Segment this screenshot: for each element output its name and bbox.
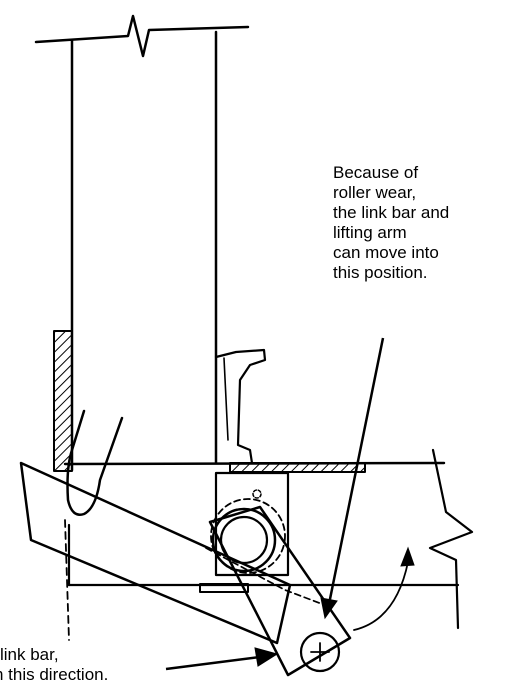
movement-arc-arrowhead	[400, 546, 415, 567]
link-bar-callout: link bar, n this direction.	[0, 645, 108, 685]
wear-leader-line	[327, 337, 385, 605]
roller-outer	[211, 507, 277, 573]
link-bar-dashed	[205, 547, 331, 608]
link-bar	[208, 505, 352, 677]
bearing-foot-plate	[199, 583, 249, 593]
wear-leader-arrowhead	[320, 597, 338, 620]
roller-inner	[219, 515, 269, 565]
movement-arc	[353, 561, 409, 631]
roller-wear-callout-line: this position.	[333, 263, 428, 282]
roller-wear-callout-line: Because of	[333, 163, 419, 182]
link-direction-arrowhead	[254, 647, 279, 667]
roller-wear-callout-line: the link bar and	[333, 203, 450, 222]
roller-dashed	[210, 498, 286, 574]
link-bar-pin	[299, 631, 341, 673]
link-bar-callout-line: link bar,	[0, 645, 59, 664]
roller-wear-callout-line: can move into	[333, 243, 439, 262]
wear-plate-left	[53, 330, 73, 472]
arm-guide-dashed	[64, 519, 70, 641]
rail-channel-inner	[223, 357, 229, 441]
roller-wear-callout-line: lifting arm	[333, 223, 407, 242]
base-beam-top	[63, 461, 446, 466]
link-direction-line	[165, 655, 261, 671]
roller-pin-dashed	[252, 489, 262, 499]
lifting-arm-rod	[66, 409, 124, 516]
rail-channel	[214, 348, 267, 465]
roller-wear-callout-line: roller wear,	[333, 183, 417, 202]
lifting-arm	[19, 461, 292, 645]
link-bar-callout-line: n this direction.	[0, 665, 109, 684]
roller-wear-callout: Because of roller wear, the link bar and…	[333, 163, 449, 283]
column-break-line	[34, 14, 250, 58]
beam-break-line	[428, 448, 474, 630]
